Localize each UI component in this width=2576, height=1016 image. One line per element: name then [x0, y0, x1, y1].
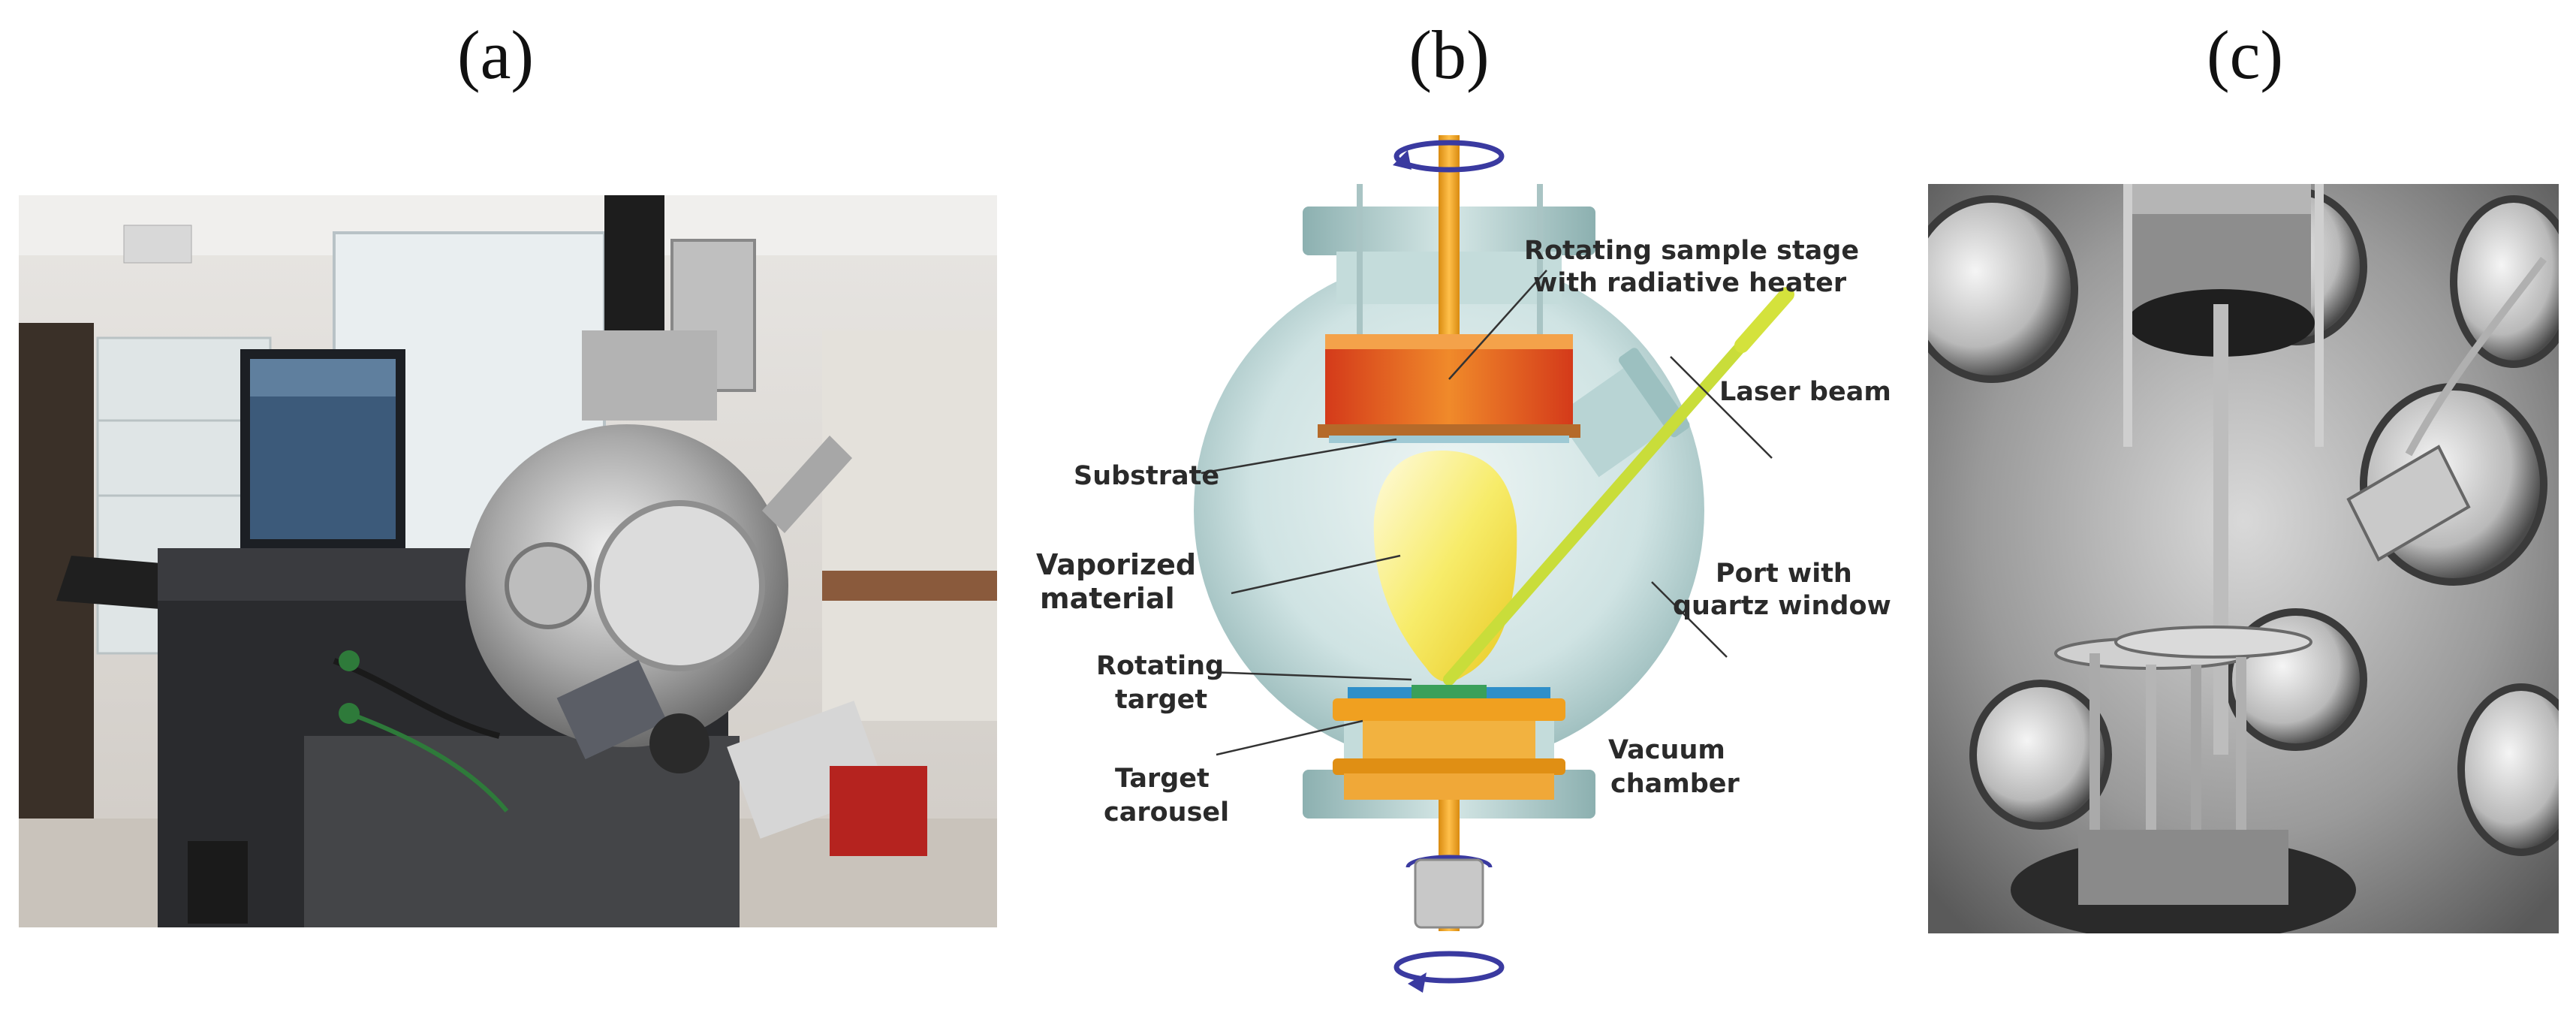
- label-carousel-line1: Target: [1115, 764, 1210, 794]
- label-vaporized-line2: material: [1040, 582, 1175, 615]
- rotating-stage: [1325, 334, 1573, 428]
- label-substrate: Substrate: [1074, 461, 1219, 491]
- label-vaporized-line1: Vaporized: [1036, 548, 1196, 581]
- label-port-line2: quartz window: [1673, 591, 1891, 621]
- label-vacuum-line2: chamber: [1610, 769, 1740, 799]
- label-carousel-line2: carousel: [1104, 797, 1229, 828]
- label-port-line1: Port with: [1716, 559, 1852, 589]
- rotation-arrow-bottom: [1393, 951, 1505, 984]
- pld-diagram: Rotating sample stage with radiative hea…: [1036, 135, 1891, 993]
- target-carousel: [1333, 698, 1565, 721]
- label-stage-line2: with radiative heater: [1533, 268, 1847, 298]
- panel-label-b: (b): [1409, 17, 1490, 93]
- substrate-plate: [1329, 436, 1569, 443]
- label-vacuum-line1: Vacuum: [1608, 735, 1725, 765]
- panel-label-a: (a): [456, 17, 535, 93]
- panel-label-c: (c): [2206, 17, 2284, 93]
- label-rotating-target-line2: target: [1115, 685, 1207, 715]
- carousel-motor: [1414, 858, 1484, 929]
- label-stage-line1: Rotating sample stage: [1524, 236, 1859, 266]
- label-laser-beam: Laser beam: [1719, 377, 1891, 407]
- laser-beam: [1443, 339, 1748, 686]
- chamber-interior-photo: [1928, 184, 2559, 933]
- lab-photo: [19, 195, 997, 927]
- vaporized-plume: [1373, 451, 1517, 682]
- label-rotating-target-line1: Rotating: [1096, 651, 1224, 681]
- quartz-window-port: [1556, 348, 1690, 478]
